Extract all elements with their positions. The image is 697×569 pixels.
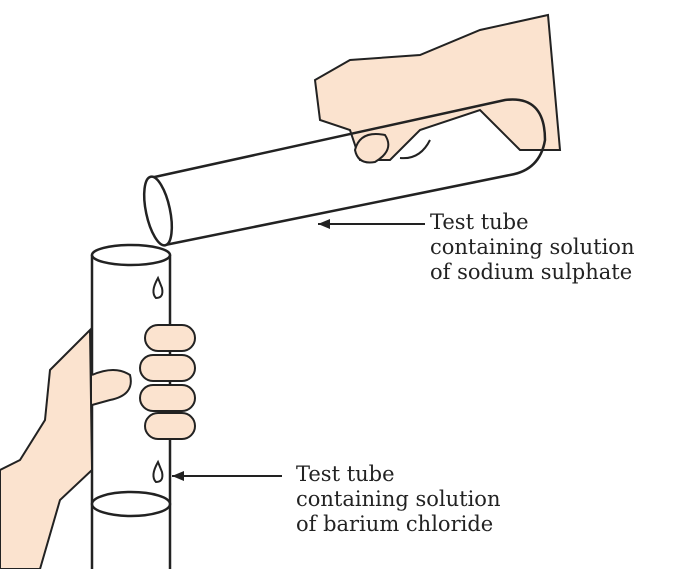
label-line: of sodium sulphate	[430, 260, 633, 284]
upright-test-tube	[90, 243, 172, 569]
label-line: of barium chloride	[296, 512, 494, 536]
label-barium-chloride-tube: Test tube containing solution of barium …	[296, 462, 500, 537]
label-line: Test tube	[430, 210, 529, 234]
label-sodium-sulphate-tube: Test tube containing solution of sodium …	[430, 210, 634, 285]
fingertip	[353, 133, 390, 164]
label-line: Test tube	[296, 462, 395, 486]
tilted-test-tube	[142, 98, 547, 247]
arrows	[172, 219, 425, 481]
label-line: containing solution	[296, 487, 501, 511]
right-hand	[313, 13, 562, 161]
left-hand	[0, 324, 196, 569]
drops	[152, 275, 164, 484]
label-line: containing solution	[430, 235, 635, 259]
